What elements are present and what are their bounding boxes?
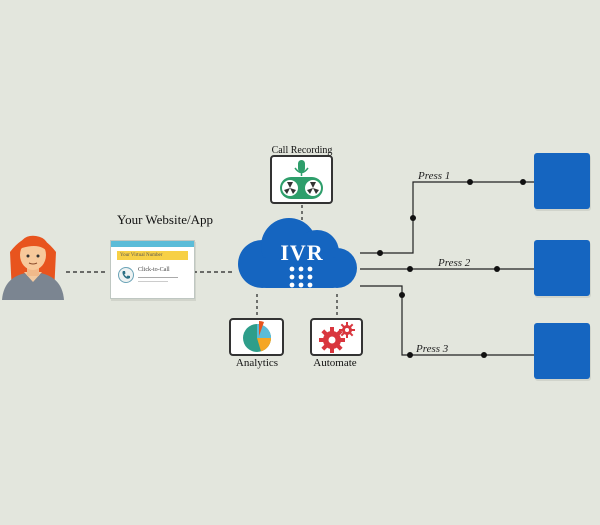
call-recording-label: Call Recording: [271, 145, 333, 156]
analytics-box[interactable]: [229, 318, 284, 356]
press-2-label: Press 2: [438, 257, 471, 269]
destination-2[interactable]: [534, 240, 590, 296]
automate-label: Automate: [313, 357, 357, 369]
text-line: [138, 277, 178, 278]
cloud-icon[interactable]: [229, 212, 365, 298]
automate-box[interactable]: [310, 318, 363, 356]
call-recording-box[interactable]: [270, 155, 333, 204]
website-window[interactable]: Your Virtual Number Click-to-Call: [110, 240, 195, 299]
text-line: [138, 281, 168, 282]
analytics-label: Analytics: [235, 357, 279, 369]
destination-1[interactable]: [534, 153, 590, 209]
microphone-icon: [280, 160, 323, 199]
pie-chart-icon: [243, 321, 271, 352]
destination-3[interactable]: [534, 323, 590, 379]
virtual-number-banner: Your Virtual Number: [117, 251, 188, 260]
ivr-label: IVR: [280, 240, 324, 265]
website-label: Your Website/App: [117, 212, 213, 227]
website-titlebar: [111, 241, 194, 247]
click-to-call-label: Click-to-Call: [138, 267, 170, 273]
press-3-label: Press 3: [416, 343, 449, 355]
gears-icon: [319, 322, 355, 353]
phone-icon[interactable]: [118, 267, 134, 283]
person-avatar-icon: [2, 235, 64, 300]
press-1-label: Press 1: [418, 170, 451, 182]
